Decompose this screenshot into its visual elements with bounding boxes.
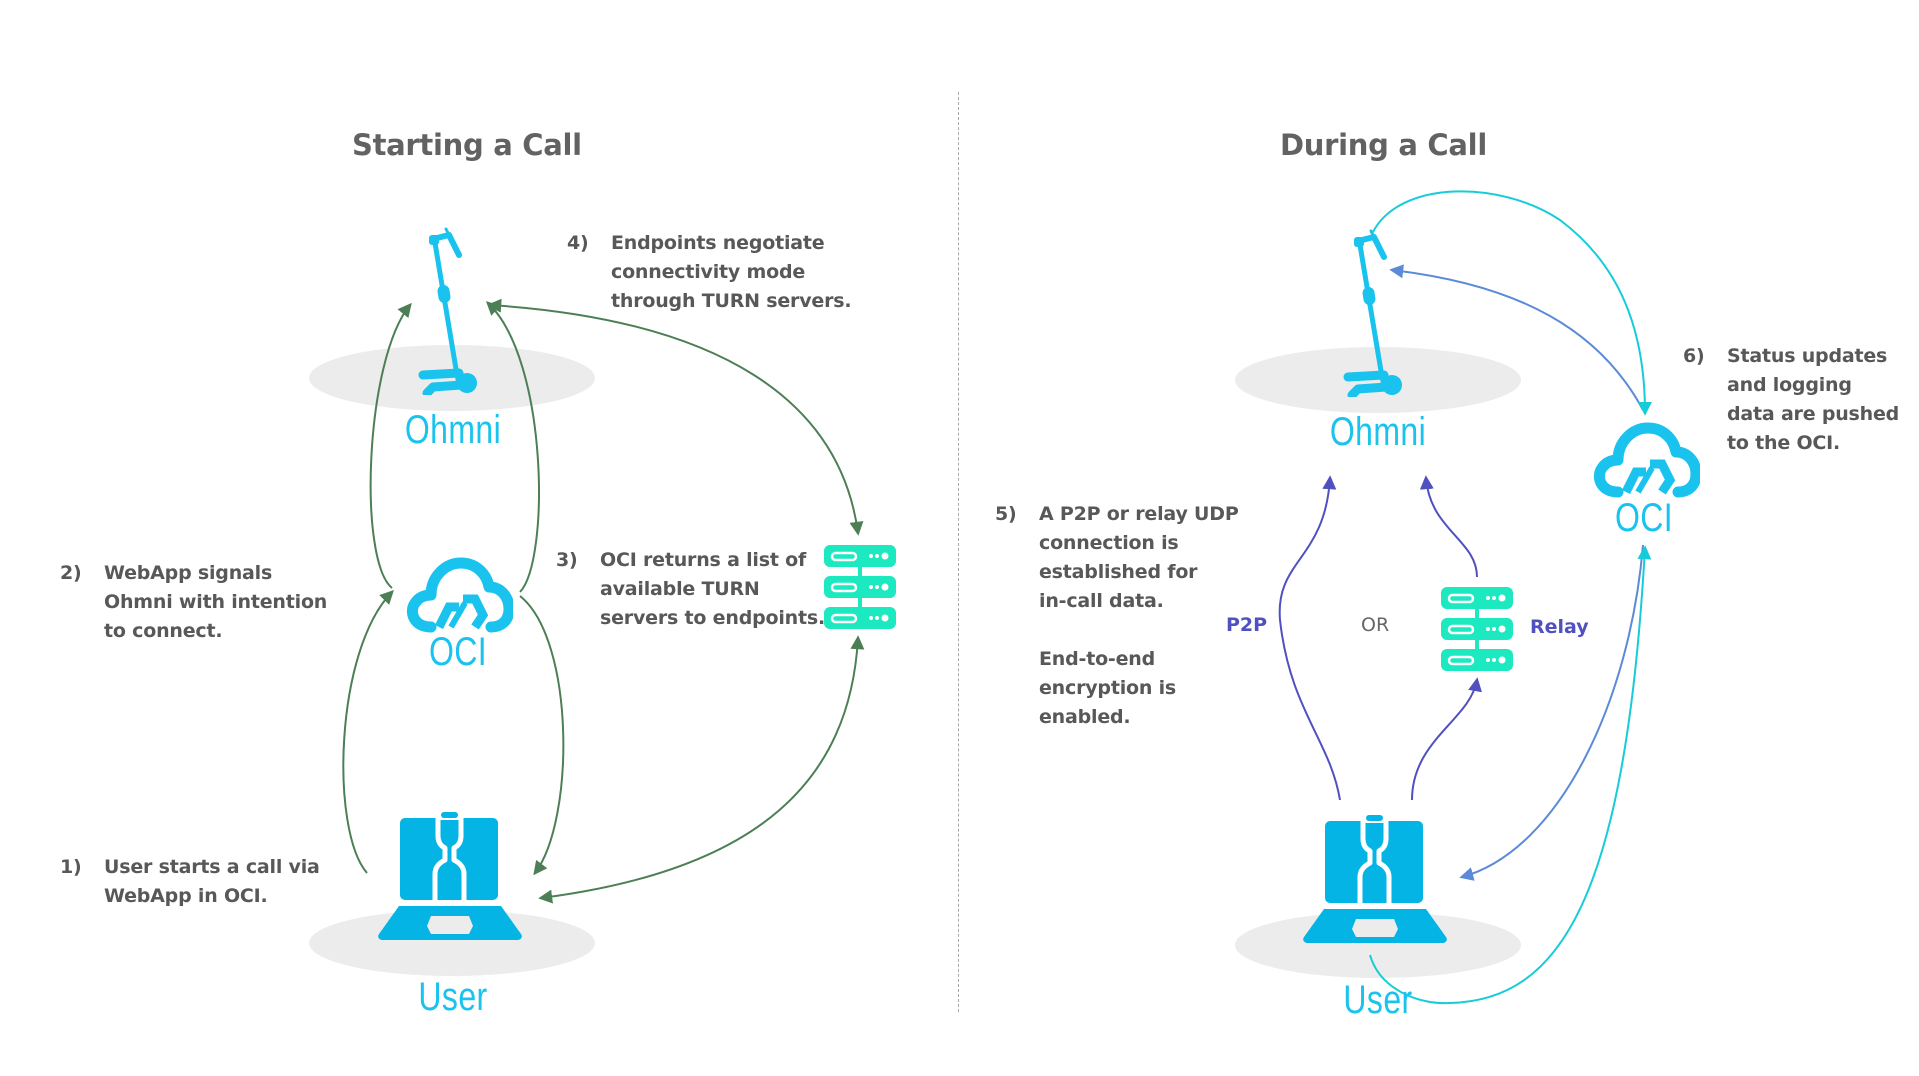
step-number: 6) [1683,345,1705,367]
step-number: 4) [567,232,589,254]
laptop-user-icon [1303,815,1447,943]
step-text-line: OCI returns a list of [600,549,807,571]
arrow-user-to-oci [342,590,394,874]
server-icon [1441,587,1513,671]
arrow-ohmni-to-oci-log [1372,190,1652,416]
right-panel-title: During a Call [1280,128,1487,162]
laptop-user-icon [378,812,522,940]
panel-divider [958,92,959,1012]
step-text-line: End-to-end [1039,648,1156,670]
step-number: 3) [556,549,578,571]
arrow-server-ohmni [487,298,864,536]
left-panel-title: Starting a Call [352,128,582,162]
step-text-line: connectivity mode [611,261,806,283]
step-text-line: through TURN servers. [611,290,852,312]
right-panel [1235,190,1696,1005]
step-text-line: connection is [1039,532,1179,554]
step-text-line [1039,616,1239,645]
arrow-server-user [538,635,865,904]
arrow-oci-to-user-status [1459,544,1644,881]
arrow-oci-to-ohmni-left [369,302,412,589]
user-platform [309,910,595,976]
step-text-line: enabled. [1039,706,1131,728]
relay-tag: Relay [1530,616,1589,638]
step-text-line: servers to endpoints. [600,607,825,629]
step-text-line: User starts a call via [104,856,320,878]
arrow-user-to-relay [1411,677,1482,801]
step-text-line: Ohmni with intention [104,591,328,613]
arrow-user-to-ohmni-p2p [1278,475,1341,801]
cloud-icon [412,563,509,627]
step-number: 1) [60,856,82,878]
step-number: 5) [995,503,1017,525]
step-text-line: established for [1039,561,1198,583]
user-platform [1235,912,1521,978]
step-text-line: in-call data. [1039,590,1164,612]
arrow-user-to-oci-log [1369,545,1652,1005]
arrow-oci-to-user [519,595,565,876]
p2p-tag: P2P [1226,614,1268,636]
step-text-line: Endpoints negotiate [611,232,825,254]
cloud-icon [1599,428,1696,492]
step-text-line: to the OCI. [1727,432,1841,454]
oci-label: OCI [428,630,488,674]
ohmni-label: Ohmni [1329,410,1427,454]
step-text-line: WebApp signals [104,562,273,584]
step-number: 2) [60,562,82,584]
arrow-oci-to-ohmni-status [1389,264,1644,411]
left-panel [309,229,896,976]
step-text-line: and logging [1727,374,1852,396]
step-text-line: A P2P or relay UDP [1039,503,1239,525]
user-label: User [1343,978,1413,1022]
arrow-relay-to-ohmni [1419,475,1478,578]
step-text-line: data are pushed [1727,403,1900,425]
step-text-line: Status updates [1727,345,1888,367]
user-label: User [418,975,488,1019]
step-text-line: available TURN [600,578,760,600]
oci-label: OCI [1614,496,1674,540]
step-text-line: WebApp in OCI. [104,885,268,907]
step-text-line: encryption is [1039,677,1177,699]
or-tag: OR [1361,614,1390,636]
step-text-line: to connect. [104,620,223,642]
server-icon [824,545,896,629]
ohmni-label: Ohmni [404,408,502,452]
robot-platform [1235,347,1521,413]
